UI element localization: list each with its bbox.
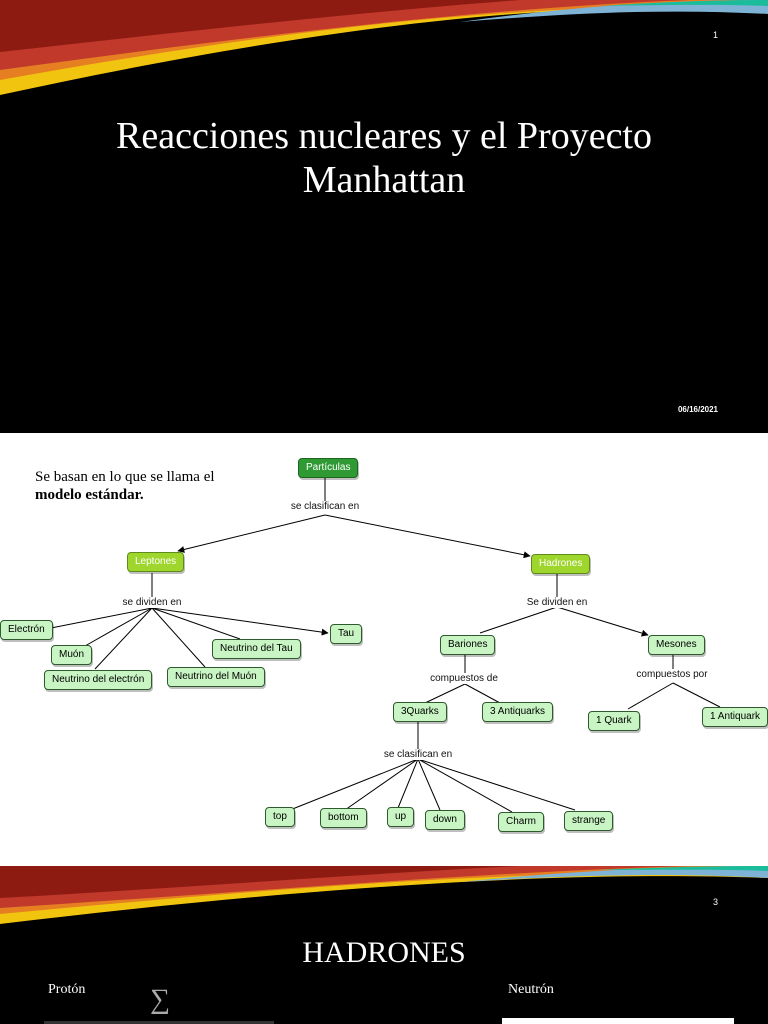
slide-3: 3 HADRONES Protón ∑ Neutrón xyxy=(0,866,768,1024)
slide-2: Se basan en lo que se llama el modelo es… xyxy=(0,433,768,866)
intro-text: Se basan en lo que se llama el modelo es… xyxy=(35,468,215,504)
slide-title: Reacciones nucleares y el Proyecto Manha… xyxy=(116,115,652,201)
intro-line: Se basan en lo que se llama el xyxy=(35,469,215,485)
decorative-swoosh xyxy=(0,0,768,95)
link-compuestos-de: compuestos de xyxy=(430,673,498,684)
link-se-dividen-en-hadrones: Se dividen en xyxy=(526,597,588,608)
node-electron[interactable]: Electrón xyxy=(0,620,53,640)
node-muon[interactable]: Muón xyxy=(51,645,93,665)
node-3quarks[interactable]: 3Quarks xyxy=(393,702,447,722)
concept-map-edges xyxy=(45,478,721,813)
slide-1: 1 Reacciones nucleares y el Proyecto Man… xyxy=(0,0,768,433)
decorative-swoosh xyxy=(0,866,768,924)
link-compuestos-por: compuestos por xyxy=(636,669,708,680)
proton-image xyxy=(44,1021,274,1024)
neutron-image xyxy=(502,1018,734,1024)
node-mesones[interactable]: Mesones xyxy=(648,635,705,655)
link-se-dividen-en-leptones: se dividen en xyxy=(122,597,182,608)
link-se-clasifican-en-quarks: se clasifican en xyxy=(383,749,453,760)
proton-label: Protón xyxy=(48,982,86,997)
node-bottom[interactable]: bottom xyxy=(320,808,367,828)
node-hadrones[interactable]: Hadrones xyxy=(531,554,591,574)
link-se-clasifican-en: se clasifican en xyxy=(290,501,360,512)
node-neutrino-electron[interactable]: Neutrino del electrón xyxy=(44,670,153,690)
node-charm[interactable]: Charm xyxy=(498,812,545,832)
slide-date: 06/16/2021 xyxy=(677,405,718,414)
node-particulas[interactable]: Partículas xyxy=(298,458,359,478)
node-1-quark[interactable]: 1 Quark xyxy=(588,711,640,731)
node-down[interactable]: down xyxy=(425,810,465,830)
node-top[interactable]: top xyxy=(265,807,295,827)
slide-title: HADRONES xyxy=(302,936,466,969)
node-up[interactable]: up xyxy=(387,807,415,827)
node-3-antiquarks[interactable]: 3 Antiquarks xyxy=(482,702,554,722)
node-neutrino-tau[interactable]: Neutrino del Tau xyxy=(212,639,301,659)
node-1-antiquark[interactable]: 1 Antiquark xyxy=(702,707,768,727)
sigma-glyph: ∑ xyxy=(150,984,170,1015)
node-tau[interactable]: Tau xyxy=(330,624,363,644)
neutron-label: Neutrón xyxy=(508,982,554,997)
intro-bold: modelo estándar. xyxy=(35,487,144,503)
node-strange[interactable]: strange xyxy=(564,811,614,831)
slide-number: 3 xyxy=(713,897,719,907)
node-bariones[interactable]: Bariones xyxy=(440,635,496,655)
node-leptones[interactable]: Leptones xyxy=(127,552,185,572)
slide-number: 1 xyxy=(713,30,719,40)
node-neutrino-muon[interactable]: Neutrino del Muón xyxy=(167,667,265,687)
